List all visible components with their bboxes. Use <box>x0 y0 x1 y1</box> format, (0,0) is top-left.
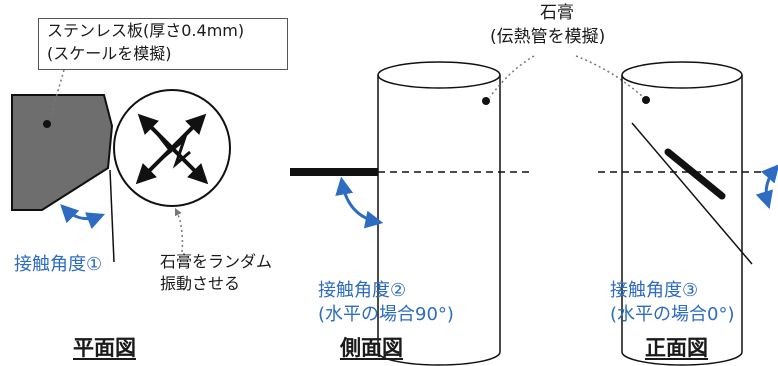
plan-angle-arrow <box>60 204 106 230</box>
side-view-caption: 側面図 <box>340 336 403 360</box>
contact-angle-2-note: (水平の場合90°) <box>318 304 454 325</box>
stainless-plate-callout: ステンレス板(厚さ0.4mm) (スケールを模擬) <box>38 18 288 70</box>
vibration-note-leader <box>174 207 184 253</box>
front-plate-edge-line <box>631 122 753 265</box>
callout-line-1: ステンレス板(厚さ0.4mm) <box>47 21 245 40</box>
contact-angle-3-label: 接触角度③ <box>610 280 699 301</box>
contact-angle-2-label: 接触角度② <box>318 280 407 301</box>
side-gypsum-cylinder <box>377 61 501 366</box>
contact-angle-1-label: 接触角度① <box>14 254 103 275</box>
front-gypsum-cylinder <box>621 61 743 366</box>
front-angle-arrow <box>755 163 778 210</box>
plan-stainless-plate <box>11 94 114 211</box>
gypsum-label-note: (伝熱管を模擬) <box>490 27 606 47</box>
gypsum-leader-front <box>575 55 643 97</box>
front-gypsum-dot <box>642 96 650 104</box>
plan-reference-line <box>109 169 115 263</box>
contact-angle-3-note: (水平の場合0°) <box>610 304 735 325</box>
plan-plate-dot <box>43 120 51 128</box>
side-stainless-plate <box>290 168 378 176</box>
gypsum-label: 石膏 <box>540 3 574 23</box>
gypsum-leader-side <box>489 55 535 98</box>
callout-leader-line <box>49 69 65 119</box>
side-gypsum-dot <box>482 97 490 105</box>
random-vibration-arrows-icon <box>135 113 209 185</box>
side-angle-arrow <box>335 176 384 229</box>
vibration-note-line-2: 振動させる <box>160 274 241 293</box>
front-stainless-plate <box>664 148 726 200</box>
plan-view-caption: 平面図 <box>73 336 136 360</box>
callout-line-2: (スケールを模擬) <box>47 44 172 63</box>
front-view-caption: 正面図 <box>645 336 708 360</box>
vibration-note-line-1: 石膏をランダム <box>160 252 273 271</box>
